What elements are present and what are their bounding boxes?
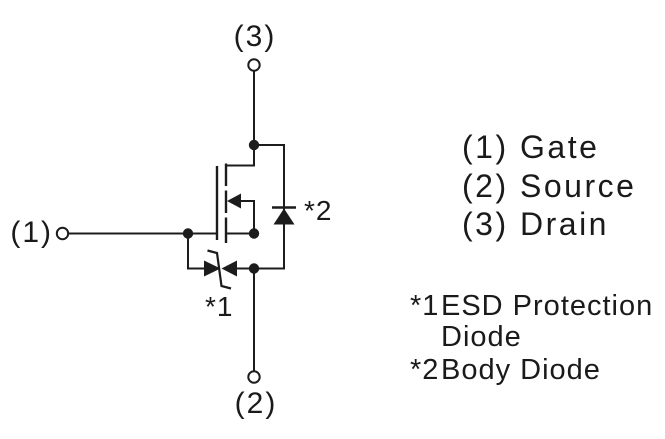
junction-dot-esd xyxy=(248,263,260,274)
esd-diode-right-triangle-icon xyxy=(221,260,237,277)
esd-diode-left-triangle-icon xyxy=(204,260,221,277)
footnote-marker: *2 xyxy=(410,354,440,386)
pin-legend: (1) Gate (2) Source (3) Drain xyxy=(462,128,636,244)
pin-legend-row-gate: (1) Gate xyxy=(462,128,636,167)
terminal-circles xyxy=(55,58,261,384)
body-lead-wire xyxy=(240,200,255,234)
pin-legend-row-source: (2) Source xyxy=(462,167,636,206)
pin-legend-row-drain: (3) Drain xyxy=(462,205,636,244)
esd-branch-left-wire xyxy=(187,233,204,270)
pin-number: (3) xyxy=(462,206,509,242)
footnote-body-diode: *2 Body Diode xyxy=(410,355,664,386)
circuit-wires xyxy=(68,71,296,371)
mosfet-body-arrow-icon xyxy=(227,193,241,209)
pin-number: (1) xyxy=(462,129,509,165)
footnote-marker: *1 xyxy=(410,290,440,322)
footnote-esd: *1 ESD Protection Diode xyxy=(410,291,664,353)
esd-diode-ref-label: *1 xyxy=(205,291,234,322)
drain-lead-wire xyxy=(226,145,255,167)
junction-dot-drain xyxy=(248,139,260,151)
source-terminal-circle xyxy=(247,370,261,384)
junction-dot-source-lead xyxy=(248,228,260,239)
drain-terminal-label: (3) xyxy=(233,20,277,53)
pin-number: (2) xyxy=(462,167,509,204)
gate-terminal-circle xyxy=(55,226,70,241)
diagram-footnotes: *1 ESD Protection Diode *2 Body Diode xyxy=(410,291,664,386)
gate-terminal-label: (1) xyxy=(10,216,53,249)
footnote-text: ESD Protection Diode xyxy=(441,290,654,353)
junction-dot-gate xyxy=(182,228,194,239)
source-terminal-label: (2) xyxy=(234,387,278,420)
esd-zener-bar xyxy=(207,249,232,290)
body-diode-ref-label: *2 xyxy=(304,195,333,226)
drain-terminal-circle xyxy=(247,58,261,72)
pin-name: Drain xyxy=(520,206,609,242)
footnote-text: Body Diode xyxy=(441,354,601,386)
pin-name: Gate xyxy=(520,129,600,165)
circuit-solids xyxy=(182,139,295,277)
body-diode-triangle-icon xyxy=(273,208,295,225)
pin-name: Source xyxy=(520,167,637,204)
